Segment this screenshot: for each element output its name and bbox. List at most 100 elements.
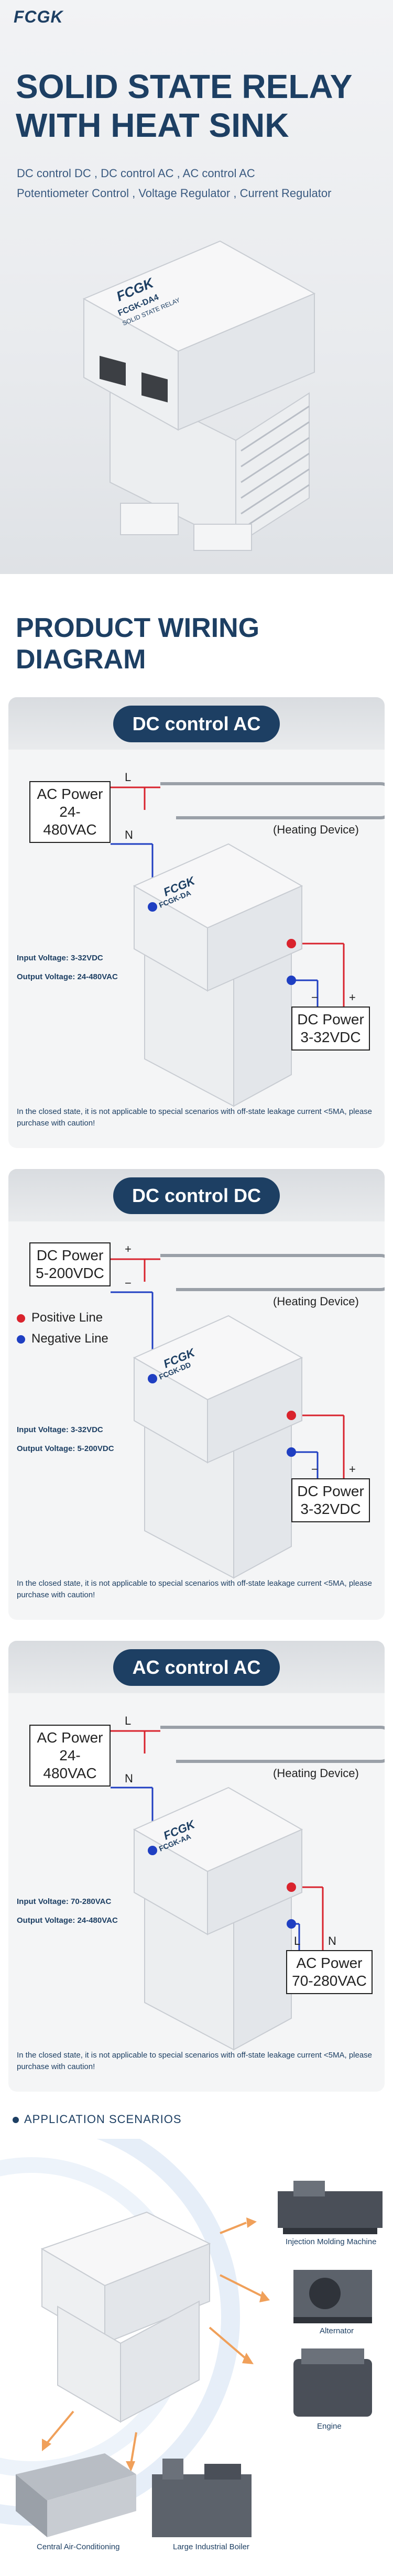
panel-dc-control-ac: DC control AC FCGK FCGK-DA — [8, 697, 385, 1148]
heating-element — [160, 1254, 385, 1291]
spec-block: Input Voltage: 3-32VDC Output Voltage: 5… — [17, 1421, 114, 1458]
hero-subtitle: DC control DC , DC control AC , AC contr… — [17, 164, 331, 203]
wiring-diagram: FCGK FCGK-DA — [111, 782, 385, 1107]
application-illustration — [0, 2139, 383, 2537]
hero-subtitle-line2: Potentiometer Control , Voltage Regulato… — [17, 187, 332, 200]
arrow-icon — [220, 2222, 247, 2234]
control-L-label: L — [294, 1934, 301, 1947]
panel-dc-control-dc: DC control DC FCGK FCGK-DD DC Power 5-20 — [8, 1169, 385, 1620]
panel-title: DC control DC — [113, 1177, 280, 1214]
control-power-label: DC Power — [297, 1011, 364, 1027]
caption-boiler: Large Industrial Boiler — [173, 2542, 249, 2551]
caption-engine: Engine — [317, 2422, 342, 2431]
arrow-icon — [46, 2410, 74, 2444]
caption-central-ac: Central Air-Conditioning — [37, 2542, 120, 2551]
spec-block: Input Voltage: 3-32VDC Output Voltage: 2… — [17, 949, 118, 987]
wire-label-bottom: N — [125, 1772, 133, 1785]
caution-note: In the closed state, it is not applicabl… — [17, 1579, 373, 1599]
output-voltage: Output Voltage: 5-200VDC — [17, 1444, 114, 1453]
heat-sink-side — [120, 2300, 200, 2423]
source-power-range: 24-480VAC — [43, 1747, 97, 1781]
terminal-dot — [148, 902, 157, 912]
hero-title-line1: SOLID STATE RELAY — [16, 68, 353, 105]
wire-label-bottom: − — [125, 1276, 132, 1290]
relay-side — [178, 293, 315, 431]
wire-label-bottom: N — [125, 828, 133, 841]
mount-foot-left — [120, 503, 179, 535]
arrow-head-icon — [242, 2353, 254, 2364]
legend-negative: Negative Line — [17, 1332, 108, 1346]
source-power-box: AC Power 24-480VAC — [29, 781, 111, 843]
brand-logo: FCGK — [14, 7, 63, 26]
control-plus-label: + — [349, 991, 356, 1004]
alternator-icon — [293, 2270, 372, 2323]
panel-title: DC control AC — [113, 706, 280, 742]
arrow-head-icon — [259, 2291, 270, 2302]
heat-sink-ridges — [241, 405, 310, 531]
control-power-range: 3-32VDC — [300, 1501, 361, 1517]
input-voltage: Input Voltage: 3-32VDC — [17, 954, 103, 962]
terminal-3 — [100, 355, 126, 386]
wiring-diagram: FCGK FCGK-DD — [111, 1254, 385, 1579]
heat-sink-fins — [110, 376, 310, 546]
spec-block: Input Voltage: 70-280VAC Output Voltage:… — [17, 1892, 118, 1930]
input-voltage: Input Voltage: 70-280VAC — [17, 1897, 112, 1906]
input-voltage: Input Voltage: 3-32VDC — [17, 1425, 103, 1434]
output-voltage: Output Voltage: 24-480VAC — [17, 1916, 118, 1925]
caption-injection: Injection Molding Machine — [286, 2237, 377, 2246]
legend-negative-label: Negative Line — [31, 1332, 108, 1346]
panel-ac-control-ac: AC control AC FCGK FCGK-AA AC Power 24-4 — [8, 1641, 385, 2092]
legend-positive: Positive Line — [17, 1311, 103, 1325]
wiring-diagram: FCGK FCGK-AA — [111, 1726, 385, 2051]
output-voltage: Output Voltage: 24-480VAC — [17, 972, 118, 981]
arrow-head-icon — [42, 2439, 51, 2451]
industrial-boiler-icon — [152, 2459, 252, 2537]
caution-note: In the closed state, it is not applicabl… — [17, 1107, 373, 1128]
terminal-dot — [287, 976, 296, 985]
hero-relay-image: FCGK FCGK-DA4 SOLID STATE RELAY — [82, 240, 316, 551]
caution-note: In the closed state, it is not applicabl… — [17, 2051, 373, 2071]
terminal-4 — [141, 372, 168, 403]
control-power-label: DC Power — [297, 1483, 364, 1499]
source-power-box: DC Power 5-200VDC — [29, 1242, 111, 1286]
terminal-dot — [287, 939, 296, 948]
heating-device-label: (Heating Device) — [273, 1295, 359, 1308]
source-power-label: AC Power — [37, 786, 103, 802]
application-heading: APPLICATION SCENARIOS — [13, 2113, 182, 2126]
heating-element — [160, 782, 385, 819]
central-air-conditioning-icon — [16, 2453, 136, 2537]
source-power-range: 5-200VDC — [36, 1265, 104, 1281]
arrow-head-icon — [246, 2217, 257, 2228]
wire-label-top: + — [125, 1242, 132, 1255]
application-scenarios: Injection Molding Machine Alternator Eng… — [0, 2139, 393, 2576]
relay-side — [104, 2243, 210, 2344]
hero-title-line2: WITH HEAT SINK — [16, 106, 289, 144]
positive-dot — [17, 1314, 25, 1323]
control-N-label: N — [328, 1934, 336, 1947]
caption-alternator: Alternator — [320, 2326, 354, 2335]
wiring-title-line1: PRODUCT WIRING — [16, 613, 260, 643]
control-minus-label: − — [311, 991, 318, 1004]
heating-device-label: (Heating Device) — [273, 823, 359, 836]
heating-device-label: (Heating Device) — [273, 1767, 359, 1780]
wire-label-top: L — [125, 1714, 132, 1727]
hero-section: FCGK SOLID STATE RELAY WITH HEAT SINK DC… — [0, 0, 393, 574]
heading-dot-icon — [13, 2117, 19, 2124]
application-heading-label: APPLICATION SCENARIOS — [24, 2113, 182, 2126]
control-minus-label: − — [311, 1463, 318, 1476]
source-power-label: DC Power — [36, 1247, 104, 1263]
control-power-label: AC Power — [296, 1955, 363, 1971]
wire-label-top: L — [125, 771, 132, 784]
wiring-section-title: PRODUCT WIRING DIAGRAM — [16, 612, 259, 675]
source-power-box: AC Power 24-480VAC — [29, 1725, 111, 1787]
wiring-title-line2: DIAGRAM — [16, 644, 146, 675]
arrow-icon — [130, 2432, 137, 2464]
hero-title: SOLID STATE RELAY WITH HEAT SINK — [16, 67, 352, 145]
legend-positive-label: Positive Line — [31, 1311, 103, 1325]
control-plus-label: + — [349, 1463, 356, 1476]
negative-dot — [17, 1335, 25, 1344]
heating-element — [160, 1726, 385, 1763]
arrow-icon — [220, 2274, 263, 2297]
source-power-label: AC Power — [37, 1729, 103, 1746]
